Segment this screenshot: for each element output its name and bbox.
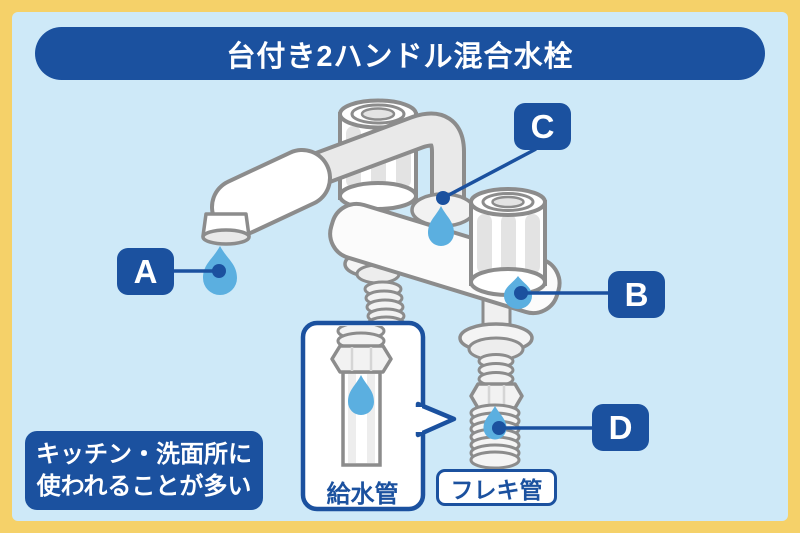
usage-note-line2: 使われることが多い — [36, 472, 252, 500]
leader-dot-c — [436, 191, 450, 205]
callout-pointer — [415, 401, 457, 438]
usage-note: キッチン・洗面所に 使われることが多い — [25, 431, 263, 510]
leader-dots — [212, 191, 528, 435]
marker-d: D — [592, 404, 649, 451]
right-handle — [469, 187, 547, 297]
marker-a: A — [117, 248, 174, 295]
leader-dot-a — [212, 264, 226, 278]
diagram-title: 台付き2ハンドル混合水栓 — [35, 27, 765, 80]
leader-dot-d — [492, 421, 506, 435]
leader-lines — [170, 147, 612, 430]
leader-line-c — [442, 147, 537, 200]
flex-pipe-label: フレキ管 — [436, 469, 557, 506]
faucet-spout-pipe — [234, 111, 476, 228]
supply-pipe-closeup — [330, 326, 393, 467]
supply-pipe-label: 給水管 — [326, 481, 399, 508]
supply-pipe-callout — [300, 320, 457, 512]
marker-b: B — [608, 271, 665, 318]
usage-note-line1: キッチン・洗面所に — [36, 441, 252, 469]
marker-c: C — [514, 103, 571, 150]
flex-pipe-assembly — [458, 298, 534, 470]
leader-dot-b — [514, 286, 528, 300]
spout-head — [201, 148, 332, 246]
